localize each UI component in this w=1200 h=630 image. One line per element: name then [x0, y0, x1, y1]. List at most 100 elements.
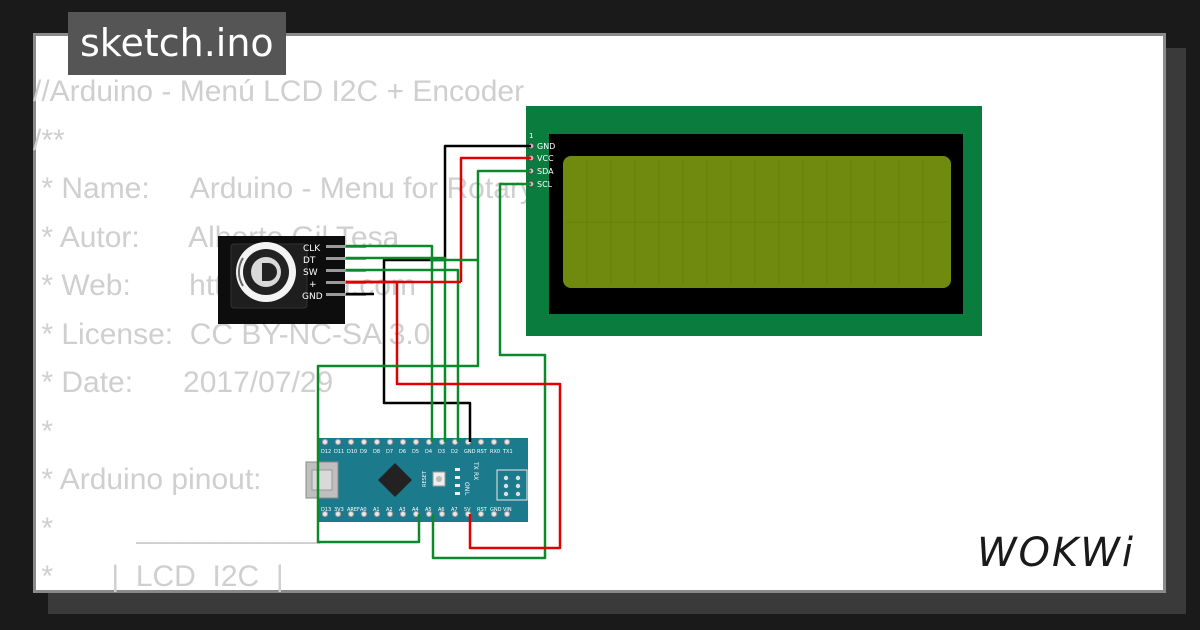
nano-pin-label: 3V3	[334, 507, 344, 513]
nano-pin[interactable]	[334, 510, 342, 518]
reset-label: RESET	[422, 470, 428, 487]
nano-pin-label: A7	[451, 507, 458, 513]
nano-pin[interactable]	[425, 510, 433, 518]
nano-pin[interactable]	[334, 438, 342, 446]
nano-pin[interactable]	[386, 510, 394, 518]
code-line: * Arduino pinout:	[33, 463, 262, 496]
reset-button-cap	[436, 476, 442, 482]
mcu-chip	[378, 463, 412, 497]
icsp-header	[496, 469, 528, 501]
nano-pin-label: D11	[334, 449, 344, 455]
nano-pin-label: RX0	[490, 449, 500, 455]
lcd-module[interactable]: 1 GND VCC SDA SCL	[526, 106, 982, 336]
nano-pin[interactable]	[477, 438, 485, 446]
encoder-shaft	[262, 263, 277, 281]
nano-pin[interactable]	[503, 438, 511, 446]
encoder-arrow-icon	[237, 257, 244, 287]
file-tab-label: sketch.ino	[80, 21, 274, 65]
lcd-pin-label: VCC	[537, 154, 554, 163]
nano-pin[interactable]	[373, 438, 381, 446]
nano-pin-label: A4	[412, 507, 419, 513]
nano-pin[interactable]	[399, 510, 407, 518]
nano-pin[interactable]	[347, 438, 355, 446]
code-line: * Date: 2017/07/29	[33, 366, 334, 399]
led-label: ON	[463, 482, 470, 491]
nano-pin-label: GND	[490, 507, 502, 513]
code-line: /**	[33, 123, 65, 157]
nano-pin-label: A3	[399, 507, 406, 513]
code-line: //Arduino - Menú LCD I2C + Encoder	[33, 75, 525, 108]
lcd-pin-label: GND	[537, 142, 555, 151]
nano-pin[interactable]	[490, 510, 498, 518]
nano-pin-label: A2	[386, 507, 393, 513]
nano-pin[interactable]	[412, 438, 420, 446]
nano-pin[interactable]	[360, 510, 368, 518]
wire-lcd-gnd	[382, 144, 531, 442]
nano-pin-label: D9	[360, 449, 367, 455]
nano-pin[interactable]	[490, 438, 498, 446]
nano-pin[interactable]	[399, 438, 407, 446]
rotary-encoder[interactable]: CLK DT SW + GND	[218, 236, 366, 324]
led-label: L	[463, 492, 470, 496]
wires	[316, 144, 562, 560]
nano-pin-label: D12	[321, 449, 331, 455]
code-preview: //Arduino - Menú LCD I2C + Encoder /** *…	[33, 68, 655, 602]
lcd-pin-label: SCL	[537, 180, 553, 189]
nano-pin-label: A5	[425, 507, 432, 513]
lcd-char-grid	[566, 160, 948, 284]
encoder-pin-label: +	[309, 280, 317, 290]
wire-enc-dt	[346, 256, 447, 442]
wire-lcd-sda	[476, 169, 531, 260]
wire-enc-clk	[346, 244, 434, 442]
nano-pin[interactable]	[438, 510, 446, 518]
file-tab[interactable]: sketch.ino	[68, 12, 286, 75]
nano-pin-label: D10	[347, 449, 357, 455]
encoder-pin-label: GND	[302, 292, 323, 302]
nano-pin-label: D5	[412, 449, 419, 455]
nano-pin-label: RST	[477, 507, 488, 513]
code-line: * | LCD I2C |	[33, 560, 284, 593]
nano-pin-label: TX1	[502, 449, 513, 455]
wokwi-logo-text: WOKWi	[977, 530, 1135, 576]
nano-pin-label: AREF	[347, 507, 360, 513]
led-label: RX	[472, 472, 479, 480]
nano-pin-label: A0	[360, 507, 367, 513]
nano-pin-label: A1	[373, 507, 380, 513]
nano-leds	[455, 468, 460, 495]
lcd-pin1-label: 1	[529, 132, 533, 140]
nano-pin-label: D8	[373, 449, 380, 455]
nano-pin-label: 5V	[464, 507, 471, 513]
nano-pin[interactable]	[477, 510, 485, 518]
wokwi-logo: WOKWi	[977, 530, 1135, 576]
nano-pin-label: D2	[451, 449, 458, 455]
lcd-pin-label: SDA	[537, 167, 554, 176]
wire-lcd-vcc	[459, 156, 531, 282]
nano-pin[interactable]	[321, 510, 329, 518]
wire-lcd-scl	[431, 182, 547, 560]
nano-pin[interactable]	[451, 510, 459, 518]
led-label: TX	[472, 461, 479, 470]
code-line: *	[33, 414, 54, 448]
nano-pin[interactable]	[347, 510, 355, 518]
nano-pin-label: D3	[438, 449, 445, 455]
nano-pin[interactable]	[503, 510, 511, 518]
nano-pin-label: D7	[386, 449, 393, 455]
nano-pin[interactable]	[373, 510, 381, 518]
nano-pin-label: GND	[464, 449, 476, 455]
nano-pin-label: A6	[438, 507, 445, 513]
nano-pin-label: D6	[399, 449, 406, 455]
encoder-pin-label: CLK	[303, 244, 321, 254]
nano-pin[interactable]	[386, 438, 394, 446]
nano-pin-label: VIN	[503, 507, 512, 513]
nano-pcb	[318, 438, 528, 522]
nano-pin-label: RST	[477, 449, 488, 455]
nano-pin[interactable]	[360, 438, 368, 446]
nano-pin[interactable]	[321, 438, 329, 446]
nano-pin-label: D4	[425, 449, 432, 455]
icsp-pins	[503, 475, 521, 497]
code-line: * ___________	[33, 511, 320, 545]
encoder-pin-label: DT	[303, 256, 316, 266]
